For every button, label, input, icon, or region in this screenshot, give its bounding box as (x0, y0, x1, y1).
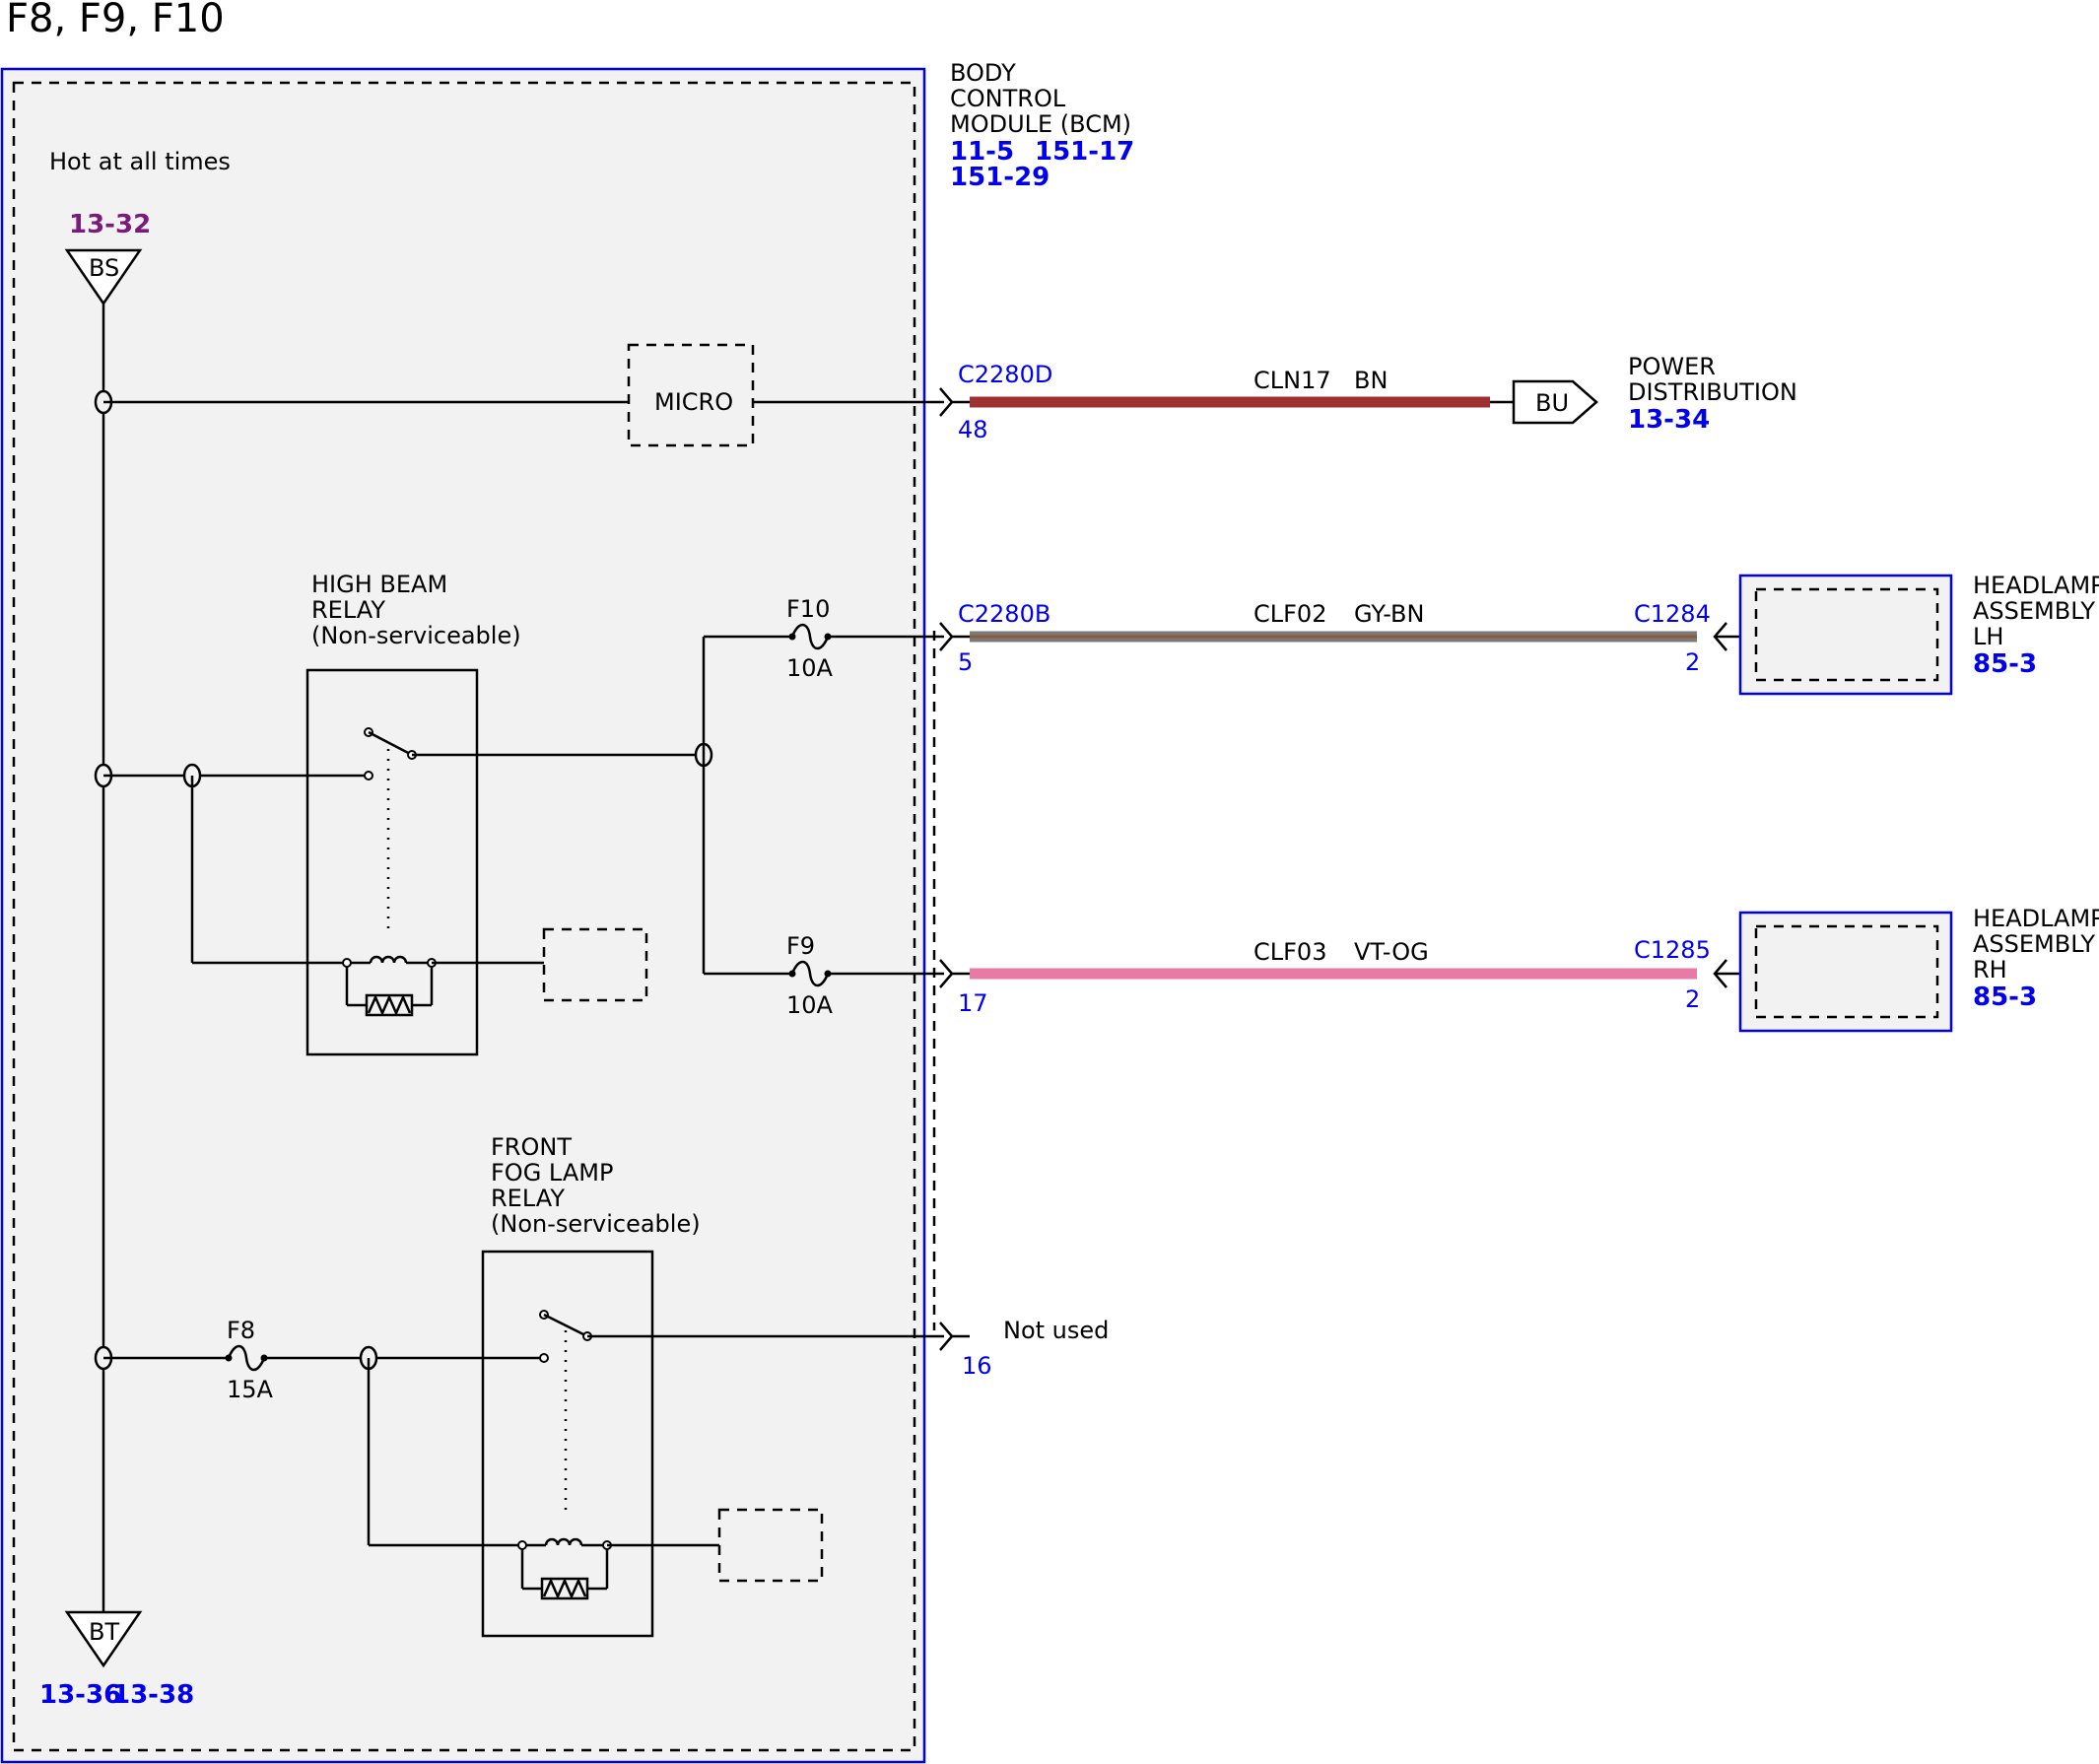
bcm-module-border (0, 67, 926, 1764)
bcm-name-line: MODULE (BCM) (950, 110, 1131, 138)
high-beam-control-box (542, 927, 648, 1002)
fog-relay-box (481, 1250, 654, 1638)
headlamp-rh-box (1738, 911, 1953, 1033)
connector-pin: 17 (958, 989, 988, 1017)
connector-id: C2280B (958, 600, 1050, 628)
bcm-label: BODY CONTROL MODULE (BCM) 11-5 151-17 15… (950, 59, 1134, 192)
connector-pin: 5 (958, 648, 973, 676)
power-distribution-ref-link[interactable]: 13-34 (1628, 405, 1710, 435)
fuse-f8-rating: 15A (227, 1376, 274, 1403)
bt-label: BT (89, 1618, 119, 1646)
fog-relay-label: FRONT (491, 1133, 572, 1161)
fuse-f9-rating: 10A (786, 991, 834, 1019)
high-beam-relay-box (305, 668, 479, 1056)
bcm-name-line: CONTROL (950, 85, 1066, 112)
hot-at-all-times-label: Hot at all times (49, 148, 231, 175)
circuit-id: CLF02 (1253, 600, 1326, 628)
high-beam-relay-label: RELAY (311, 596, 385, 624)
not-used-label: Not used (1003, 1317, 1109, 1344)
switch-contact-icon (364, 771, 373, 780)
high-beam-relay-label: (Non-serviceable) (311, 622, 521, 649)
switch-contact-icon (539, 1353, 549, 1363)
far-connector-id: C1284 (1634, 600, 1711, 628)
fuse-f9-label: F9 (786, 932, 815, 960)
bu-label: BU (1535, 389, 1569, 417)
bcm-ref-link[interactable]: 151-17 (1035, 137, 1134, 167)
bt-ref-link[interactable]: 13-38 (112, 1680, 194, 1710)
wire-color-code: VT-OG (1354, 938, 1429, 966)
fog-relay-label: FOG LAMP (491, 1159, 613, 1187)
headlamp-lh-label: LH (1973, 623, 2003, 650)
far-connector-id: C1285 (1634, 936, 1711, 964)
headlamp-rh-label: RH (1973, 956, 2007, 984)
micro-label: MICRO (654, 388, 733, 416)
wire-color-code: BN (1354, 367, 1388, 394)
bt-terminal-icon: BT (64, 1610, 143, 1668)
headlamp-lh-label: HEADLAMP (1973, 572, 2099, 599)
headlamp-lh-box (1738, 574, 1953, 696)
connector-id: C2280D (958, 361, 1052, 388)
power-distribution-label: POWER (1628, 353, 1716, 380)
relay-coil-icon (342, 955, 437, 1017)
circuit-id: CLN17 (1253, 367, 1331, 394)
bcm-ref-link[interactable]: 11-5 (950, 137, 1014, 167)
bs-label: BS (89, 254, 119, 282)
fuse-f10-rating: 10A (786, 654, 834, 682)
wire-color-code: GY-BN (1354, 600, 1424, 628)
relay-switch-arm (543, 1313, 588, 1338)
bs-terminal-icon: BS (64, 248, 143, 306)
micro-box (627, 343, 755, 447)
bs-ref-link[interactable]: 13-32 (69, 210, 151, 239)
connector-pin: 48 (958, 416, 988, 443)
bt-ref-link[interactable]: 13-36 (39, 1680, 121, 1710)
relay-switch-arm (368, 730, 413, 757)
headlamp-rh-label: HEADLAMP (1973, 905, 2099, 932)
headlamp-rh-inner (1754, 924, 1939, 1019)
headlamp-lh-label: ASSEMBLY (1973, 597, 2095, 625)
headlamp-rh-ref-link[interactable]: 85-3 (1973, 983, 2037, 1012)
fuse-f8-label: F8 (227, 1317, 255, 1344)
headlamp-rh-label: ASSEMBLY (1973, 930, 2095, 958)
bcm-inner-boundary (12, 81, 916, 1752)
fog-relay-label: (Non-serviceable) (491, 1210, 701, 1238)
bu-terminal-icon: BU (1512, 379, 1598, 425)
far-connector-pin: 2 (1685, 648, 1700, 676)
bcm-name-line: BODY (950, 59, 1016, 87)
connector-pin: 16 (962, 1352, 992, 1380)
circuit-id: CLF03 (1253, 938, 1326, 966)
headlamp-lh-inner (1754, 587, 1939, 682)
fog-control-box (717, 1508, 824, 1583)
fuse-f10-icon (788, 623, 832, 650)
relay-coil-icon (517, 1537, 612, 1600)
power-distribution-label: DISTRIBUTION (1628, 378, 1797, 406)
headlamp-lh-ref-link[interactable]: 85-3 (1973, 649, 2037, 679)
bcm-ref-link[interactable]: 151-29 (950, 163, 1050, 192)
high-beam-relay-label: HIGH BEAM (311, 571, 447, 598)
fuse-f10-label: F10 (786, 595, 830, 623)
far-connector-pin: 2 (1685, 985, 1700, 1013)
page-title: F8, F9, F10 (6, 0, 225, 41)
fog-relay-label: RELAY (491, 1185, 565, 1212)
